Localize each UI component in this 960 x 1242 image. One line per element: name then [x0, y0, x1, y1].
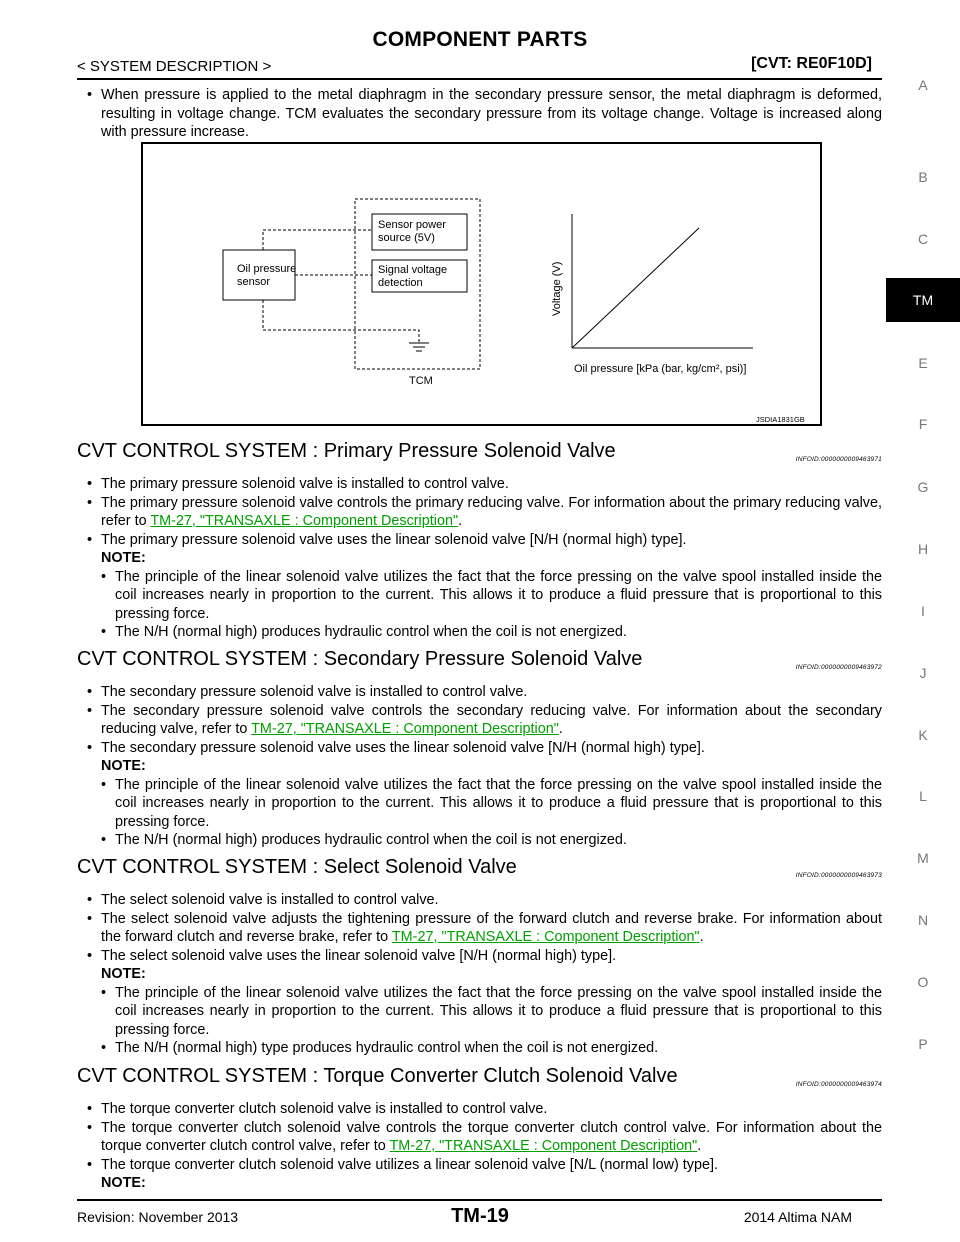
- bullet-item: The primary pressure solenoid valve is i…: [77, 475, 882, 494]
- bullet-item: The select solenoid valve uses the linea…: [77, 947, 882, 966]
- bullet-item: The torque converter clutch solenoid val…: [77, 1100, 882, 1119]
- section-title: CVT CONTROL SYSTEM : Select Solenoid Val…: [77, 856, 517, 878]
- tab-i[interactable]: I: [921, 603, 925, 619]
- tab-tm[interactable]: TM: [886, 278, 960, 322]
- bullet-item: The select solenoid valve is installed t…: [77, 891, 882, 910]
- section-heading: CVT CONTROL SYSTEM : Primary Pressure So…: [77, 439, 882, 463]
- info-id: INFOID:0000000009463973: [795, 872, 882, 879]
- section-heading: CVT CONTROL SYSTEM : Select Solenoid Val…: [77, 855, 882, 879]
- bullet-text: The select solenoid valve adjusts the ti…: [101, 910, 882, 946]
- note-label: NOTE:: [101, 550, 146, 566]
- bullet-item-with-link: The secondary pressure solenoid valve co…: [77, 702, 882, 739]
- graph-voltage-line: [571, 227, 700, 349]
- power-source-box: [371, 213, 468, 251]
- info-id: INFOID:0000000009463972: [795, 664, 882, 671]
- tab-l[interactable]: L: [919, 788, 927, 804]
- note-item: The principle of the linear solenoid val…: [77, 776, 882, 832]
- tab-n[interactable]: N: [917, 912, 929, 928]
- bullet-text: The secondary pressure solenoid valve co…: [101, 702, 882, 738]
- tab-g[interactable]: G: [917, 479, 929, 495]
- info-id: INFOID:0000000009463971: [795, 456, 882, 463]
- bullet-item: The secondary pressure solenoid valve us…: [77, 739, 882, 758]
- note-item: The principle of the linear solenoid val…: [77, 984, 882, 1040]
- tab-c[interactable]: C: [917, 231, 929, 247]
- header-rule: [77, 78, 882, 80]
- power-wire: [262, 229, 372, 250]
- note-label: NOTE:: [101, 1175, 146, 1191]
- note-label: NOTE:: [101, 966, 146, 982]
- model-year-label: 2014 Altima NAM: [743, 1209, 852, 1225]
- page-number: TM-19: [451, 1205, 509, 1227]
- bullet-item: The torque converter clutch solenoid val…: [77, 1156, 882, 1175]
- section-heading: CVT CONTROL SYSTEM : Secondary Pressure …: [77, 647, 882, 671]
- footer-rule: [77, 1199, 882, 1201]
- section-title: CVT CONTROL SYSTEM : Primary Pressure So…: [77, 440, 616, 462]
- page-title: COMPONENT PARTS: [372, 28, 588, 51]
- info-id: INFOID:0000000009463974: [795, 1081, 882, 1088]
- tab-f[interactable]: F: [918, 416, 928, 432]
- tab-o[interactable]: O: [917, 974, 929, 990]
- section-title: CVT CONTROL SYSTEM : Secondary Pressure …: [77, 648, 643, 670]
- note-item: The N/H (normal high) produces hydraulic…: [77, 623, 882, 642]
- bullet-item-with-link: The primary pressure solenoid valve cont…: [77, 494, 882, 531]
- section-label: < SYSTEM DESCRIPTION >: [77, 58, 272, 75]
- bullet-item-with-link: The torque converter clutch solenoid val…: [77, 1119, 882, 1156]
- component-description-link[interactable]: TM-27, "TRANSAXLE : Component Descriptio…: [389, 1138, 698, 1154]
- signal-detection-box: [371, 259, 468, 293]
- bullet-text: The primary pressure solenoid valve cont…: [101, 494, 882, 530]
- bullet-item: The primary pressure solenoid valve uses…: [77, 531, 882, 550]
- component-description-link[interactable]: TM-27, "TRANSAXLE : Component Descriptio…: [391, 929, 700, 945]
- section-select: CVT CONTROL SYSTEM : Select Solenoid Val…: [77, 842, 882, 1058]
- tcm-box: [354, 198, 481, 370]
- graph-y-label: Voltage (V): [551, 262, 563, 316]
- note-item: The N/H (normal high) type produces hydr…: [77, 1039, 882, 1058]
- tab-h[interactable]: H: [917, 541, 929, 557]
- note-label: NOTE:: [101, 758, 146, 774]
- tab-j[interactable]: J: [919, 665, 927, 681]
- figure-code: JSDIA1831GB: [756, 415, 805, 424]
- section-secondary: CVT CONTROL SYSTEM : Secondary Pressure …: [77, 634, 882, 850]
- note-item: The principle of the linear solenoid val…: [77, 568, 882, 624]
- oil-sensor-box: [222, 249, 296, 301]
- component-description-link[interactable]: TM-27, "TRANSAXLE : Component Descriptio…: [150, 513, 459, 529]
- bullet-item-with-link: The select solenoid valve adjusts the ti…: [77, 910, 882, 947]
- tab-e[interactable]: E: [918, 355, 928, 371]
- section-torque-converter: CVT CONTROL SYSTEM : Torque Converter Cl…: [77, 1051, 882, 1193]
- model-label: [CVT: RE0F10D]: [751, 55, 872, 72]
- intro-block: When pressure is applied to the metal di…: [77, 86, 882, 142]
- note-item: The N/H (normal high) produces hydraulic…: [77, 831, 882, 850]
- intro-bullet: When pressure is applied to the metal di…: [77, 86, 882, 142]
- tab-a[interactable]: A: [918, 77, 928, 93]
- tab-p[interactable]: P: [918, 1036, 928, 1052]
- section-heading: CVT CONTROL SYSTEM : Torque Converter Cl…: [77, 1064, 882, 1088]
- bullet-item: The secondary pressure solenoid valve is…: [77, 683, 882, 702]
- component-description-link[interactable]: TM-27, "TRANSAXLE : Component Descriptio…: [251, 721, 559, 737]
- ground-wire: [262, 300, 420, 342]
- tcm-label: TCM: [409, 375, 433, 387]
- tab-m[interactable]: M: [917, 850, 929, 866]
- revision-label: Revision: November 2013: [77, 1209, 239, 1225]
- section-title: CVT CONTROL SYSTEM : Torque Converter Cl…: [77, 1065, 678, 1087]
- section-primary: CVT CONTROL SYSTEM : Primary Pressure So…: [77, 426, 882, 642]
- graph-x-label: Oil pressure [kPa (bar, kg/cm², psi)]: [574, 363, 746, 375]
- tab-b[interactable]: B: [918, 169, 928, 185]
- tab-k[interactable]: K: [918, 727, 928, 743]
- bullet-text: The torque converter clutch solenoid val…: [101, 1119, 882, 1155]
